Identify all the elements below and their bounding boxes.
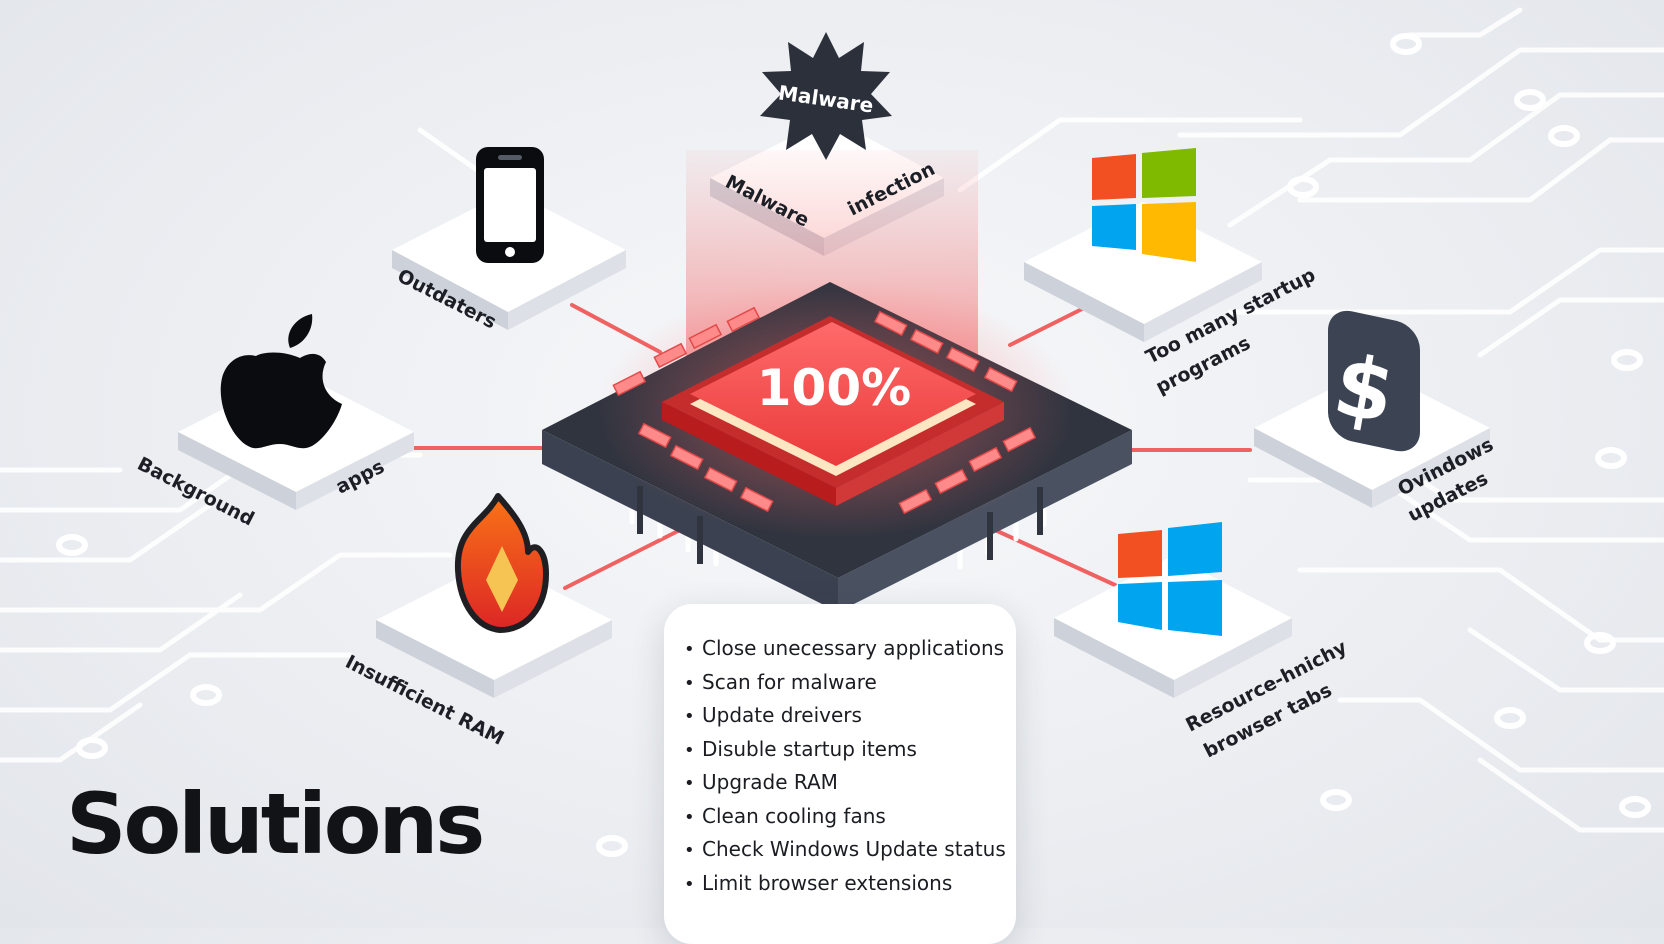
solutions-list: Close unecessary applications Scan for m… [664,604,1016,900]
solution-item: Limit browser extensions [684,867,1016,901]
cause-icons: Malware $ [220,32,1420,636]
malware-starburst-icon: Malware [760,32,892,160]
solution-item: Close unecessary applications [684,632,1016,666]
apple-logo-icon [220,314,342,449]
solution-item: Clean cooling fans [684,800,1016,834]
solution-item: Check Windows Update status [684,833,1016,867]
solutions-title: Solutions [66,775,485,873]
windows-logo-icon [1092,148,1196,262]
cpu-chip: 100% [542,280,1132,612]
die-pins [612,306,1037,515]
solutions-card: Close unecessary applications Scan for m… [664,604,1016,944]
solution-item: Scan for malware [684,666,1016,700]
circuit-nodes [56,33,1651,857]
cpu-usage-value: 100% [757,359,911,417]
windows-logo-icon [1118,522,1222,636]
solution-item: Upgrade RAM [684,766,1016,800]
chip-die [690,322,976,466]
platform-startup-programs [1024,202,1262,342]
flame-icon [454,493,549,633]
smartphone-icon [476,147,544,263]
solution-item: Update dreivers [684,699,1016,733]
dollar-sign-icon: $ [1327,310,1420,452]
solution-item: Disuble startup items [684,733,1016,767]
